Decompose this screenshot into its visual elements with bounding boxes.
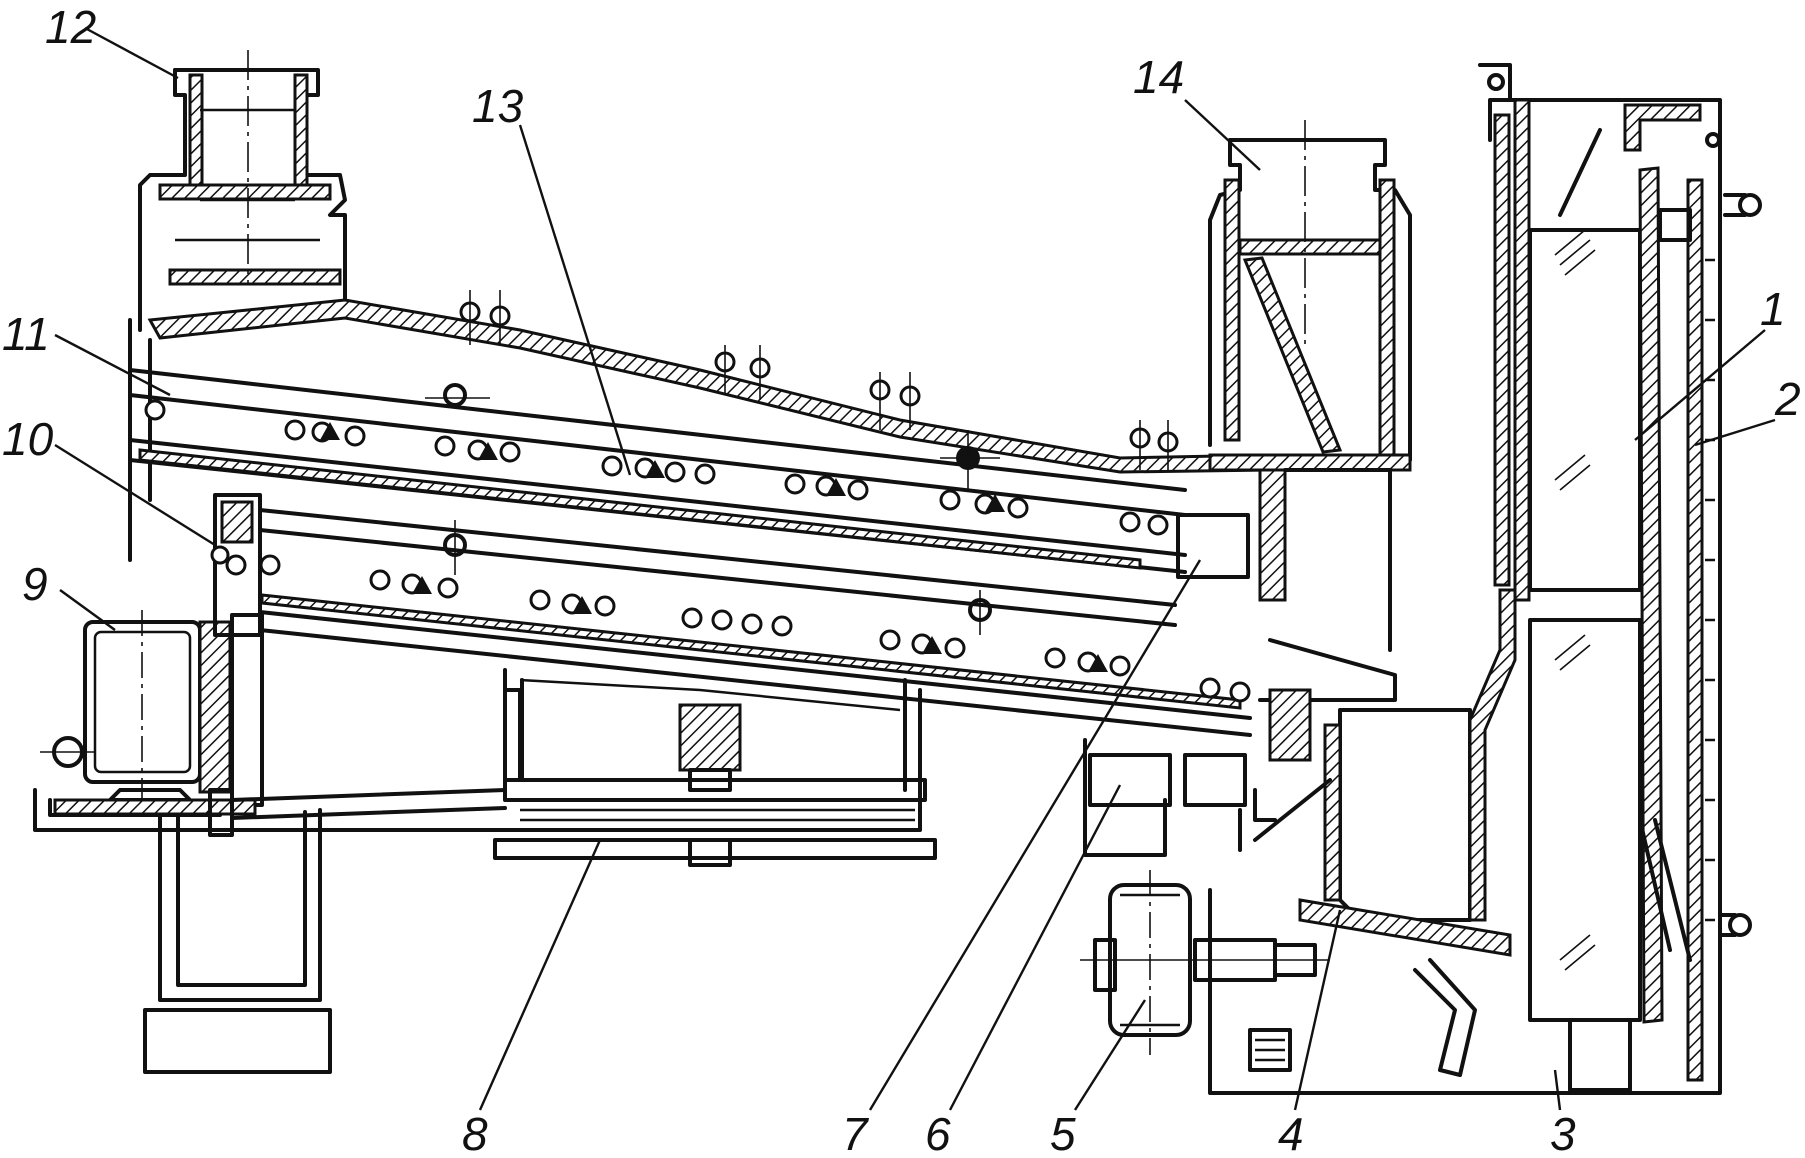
callout-13: 13 <box>472 80 524 132</box>
callout-8: 8 <box>462 1108 488 1158</box>
right-cabinet <box>1208 63 1762 1095</box>
leader-13 <box>518 124 632 476</box>
upper-screen-balls <box>144 399 1169 536</box>
leader-7 <box>868 559 1202 1111</box>
lower-screen-trough <box>210 493 1252 737</box>
leader-4 <box>1293 909 1342 1111</box>
leader-1 <box>1634 329 1766 441</box>
callout-3: 3 <box>1550 1108 1576 1158</box>
leader-2 <box>1694 418 1776 447</box>
lower-outlet <box>1083 638 1397 857</box>
leader-14 <box>1184 99 1261 171</box>
leader-9 <box>59 589 116 631</box>
callout-6: 6 <box>925 1108 951 1158</box>
callout-2: 2 <box>1774 373 1801 425</box>
leader-6 <box>948 784 1122 1111</box>
callout-11: 11 <box>2 308 50 360</box>
base-frame <box>33 688 922 837</box>
callout-4: 4 <box>1278 1108 1304 1158</box>
callout-12: 12 <box>45 1 96 53</box>
callout-5: 5 <box>1050 1108 1076 1158</box>
leader-11 <box>54 333 171 397</box>
leader-3 <box>1553 1069 1562 1111</box>
drive-unit <box>1080 870 1330 1072</box>
leader-8 <box>478 839 602 1111</box>
inner-chute <box>1253 588 1517 1077</box>
top-fasteners <box>425 290 1179 490</box>
callout-10: 10 <box>2 413 54 465</box>
spring-support <box>493 668 937 867</box>
motor <box>40 610 264 807</box>
callout-7: 7 <box>842 1108 869 1158</box>
lower-screen-balls <box>259 520 1251 703</box>
leader-12 <box>84 26 179 80</box>
outlet-box <box>1176 468 1392 652</box>
leader-lines <box>54 26 1776 1111</box>
callout-14: 14 <box>1133 51 1184 103</box>
callout-1: 1 <box>1760 283 1786 335</box>
leader-5 <box>1073 999 1147 1111</box>
callout-9: 9 <box>22 558 48 610</box>
left-inlet-housing <box>138 50 347 332</box>
leader-10 <box>54 443 216 547</box>
right-inlet-housing <box>1208 120 1412 472</box>
